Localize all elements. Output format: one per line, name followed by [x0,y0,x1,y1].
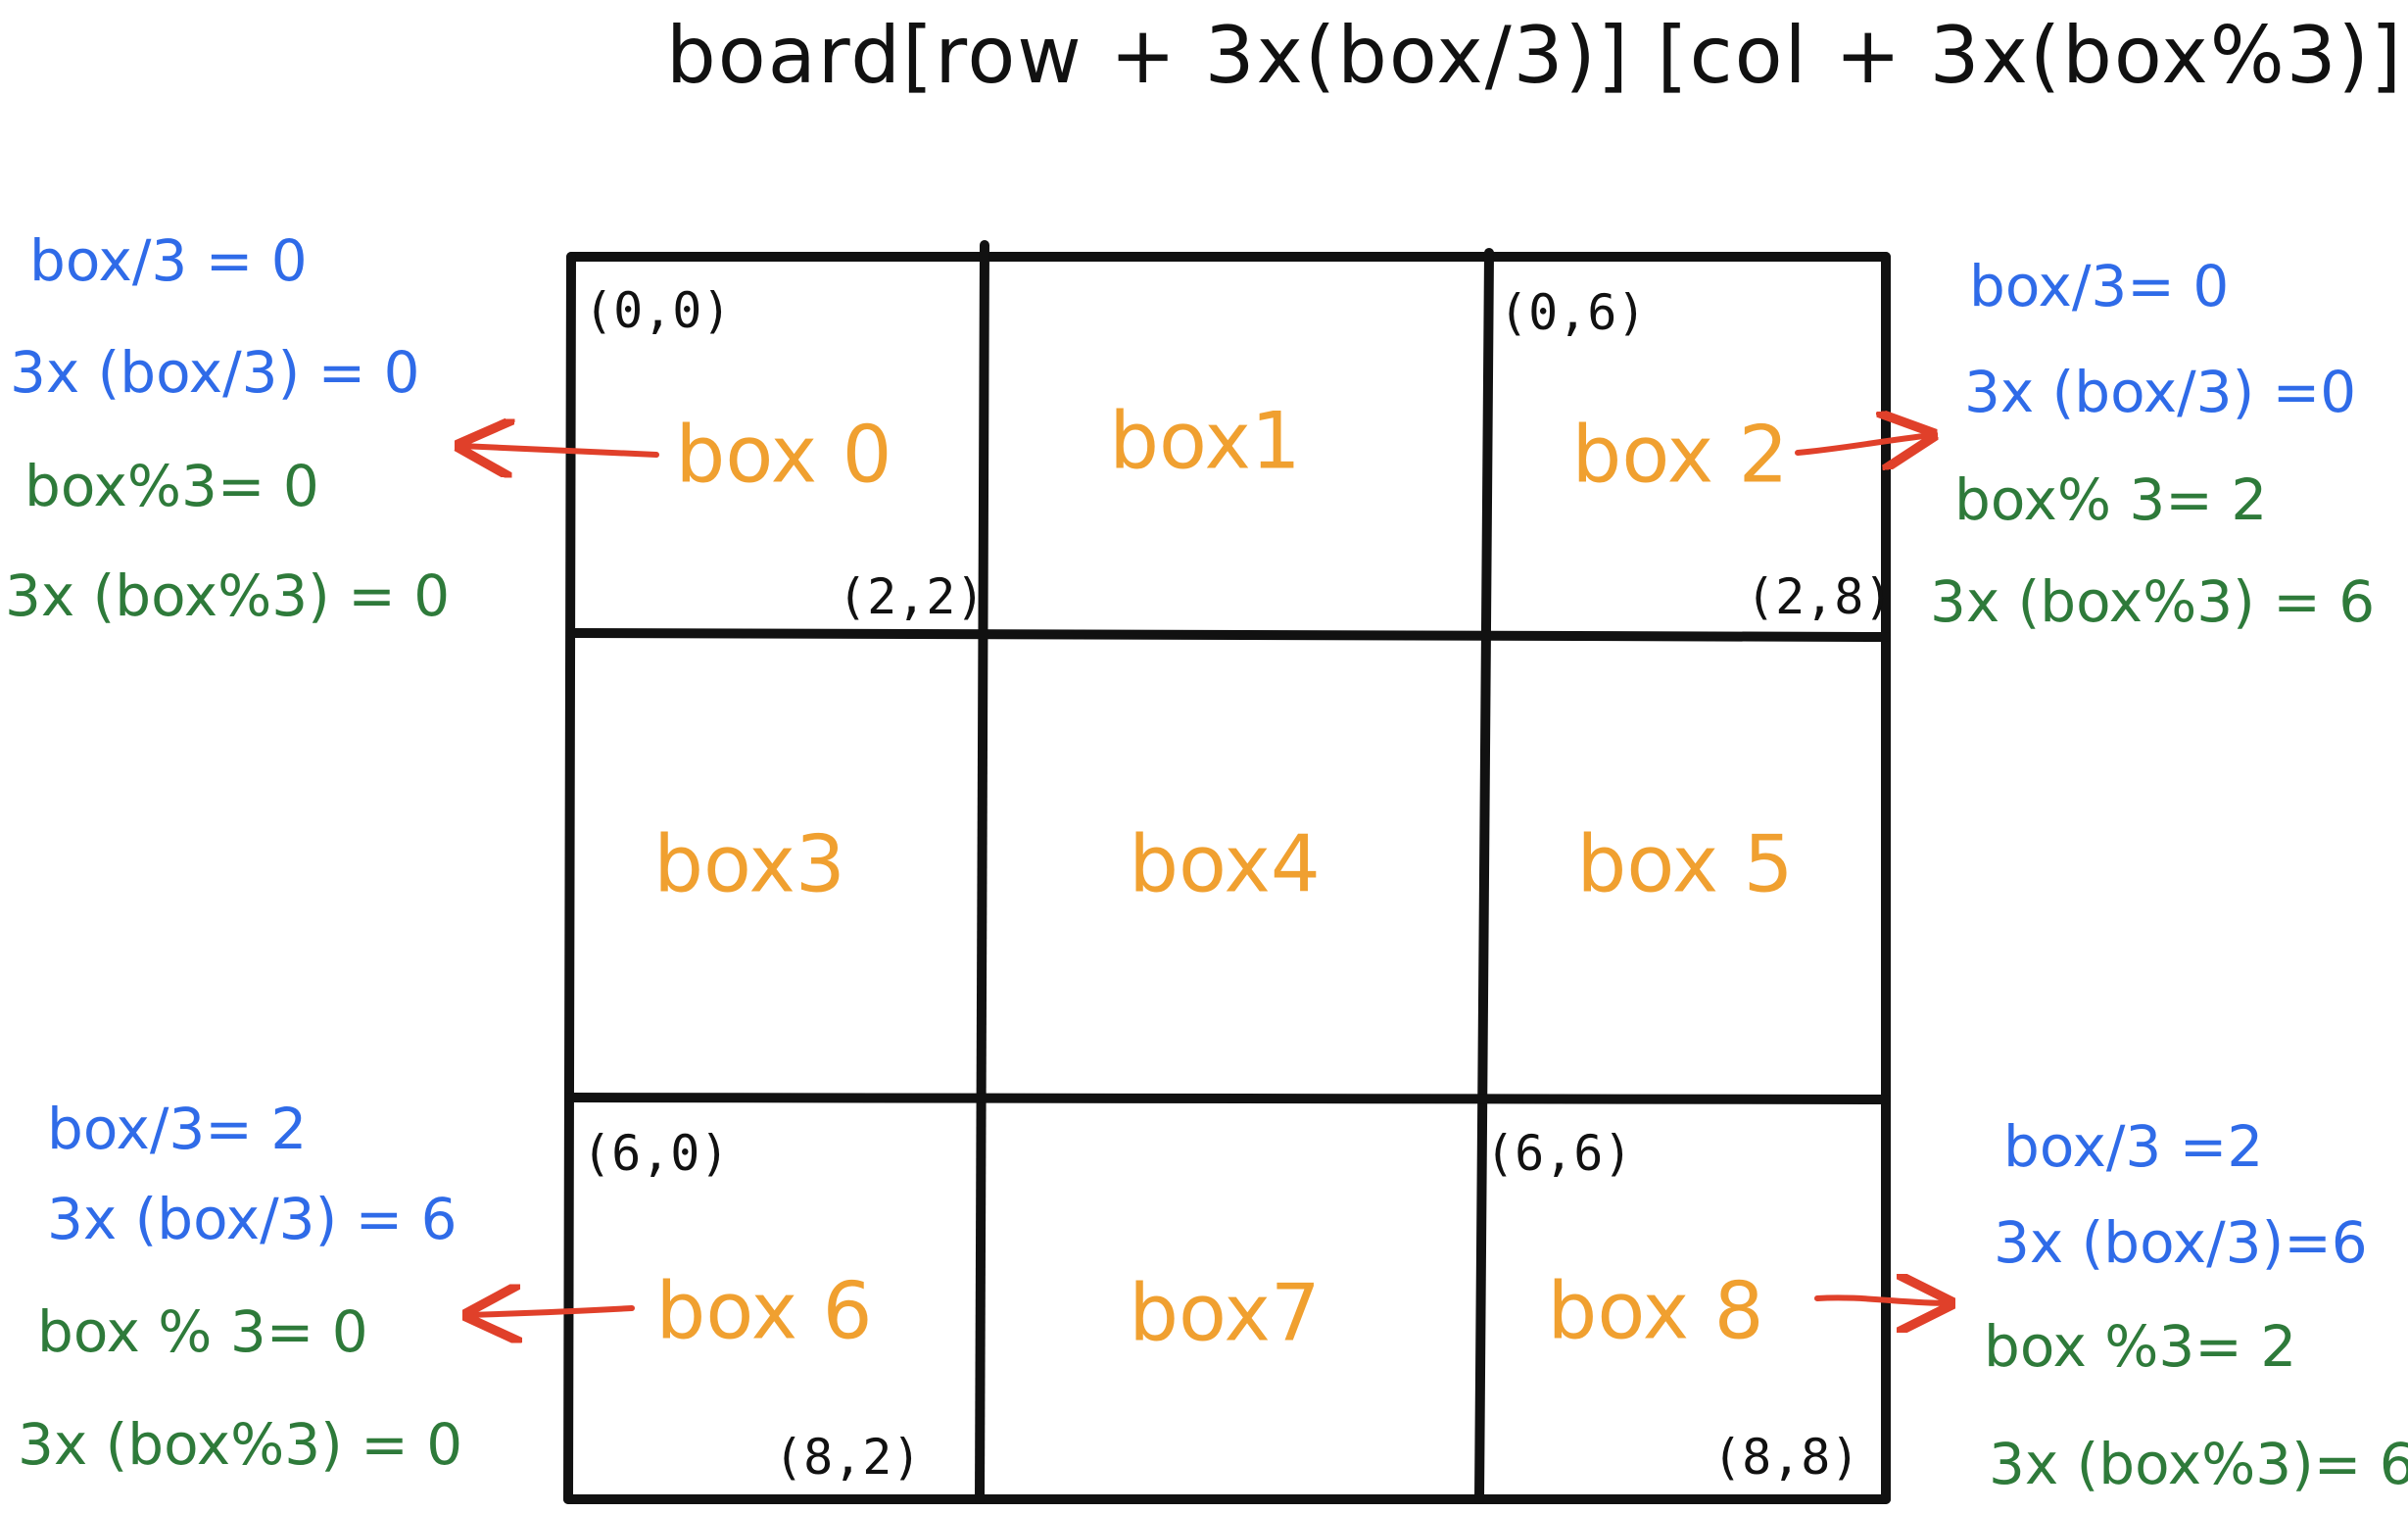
coord-box8-start: (6,6) [1485,1125,1633,1182]
box6-col-offset: 3x (box%3) = 0 [18,1411,463,1478]
box2-row-div: box/3= 0 [1969,253,2230,319]
arrows [460,435,1950,1315]
box0-row-offset: 3x (box/3) = 0 [10,339,420,406]
arrow-box2 [1795,435,1932,453]
grid-vline-2 [1474,248,1494,1504]
box-label-4: box4 [1129,818,1321,910]
coord-box0-start: (0,0) [584,282,732,339]
arrow-box6 [468,1308,635,1315]
grid-hline-2 [565,1093,1891,1104]
formula-title: board[row + 3x(box/3)] [col + 3x(box%3)] [666,10,2404,101]
box0-col-mod: box%3= 0 [24,453,319,519]
coord-box2-start: (0,6) [1499,284,1647,341]
coord-box6-start: (6,0) [582,1125,730,1182]
box6-row-offset: 3x (box/3) = 6 [47,1186,458,1252]
box-label-6: box 6 [655,1265,873,1357]
box-label-3: box3 [653,818,845,910]
coord-box0-end: (2,2) [838,568,986,625]
box8-row-offset: 3x (box/3)=6 [1994,1209,2368,1276]
arrow-box8 [1814,1297,1950,1303]
box0-row-div: box/3 = 0 [29,227,308,294]
grid-vline-1 [975,240,989,1504]
box8-col-offset: 3x (box%3)= 6 [1989,1431,2408,1497]
arrow-box0 [460,446,659,455]
box2-col-mod: box% 3= 2 [1954,466,2268,533]
box0-col-offset: 3x (box%3) = 0 [5,562,451,629]
box6-col-mod: box % 3= 0 [37,1298,368,1365]
box-label-8: box 8 [1547,1265,1764,1357]
box-label-2: box 2 [1571,409,1789,501]
box-label-5: box 5 [1576,818,1794,910]
grid-left-edge [563,252,576,1504]
box2-col-offset: 3x (box%3) = 6 [1930,568,2376,635]
box-label-0: box 0 [675,409,892,501]
coord-box8-end: (8,8) [1712,1429,1860,1486]
grid-hline-1 [566,628,1891,642]
box6-row-div: box/3= 2 [47,1096,308,1162]
box8-col-mod: box %3= 2 [1984,1313,2297,1380]
box-label-1: box1 [1109,395,1301,487]
box-label-7: box7 [1129,1267,1321,1359]
coord-box6-end: (8,2) [774,1429,922,1486]
box8-row-div: box/3 =2 [2003,1113,2264,1180]
box2-row-offset: 3x (box/3) =0 [1964,359,2357,425]
coord-box2-end: (2,8) [1746,568,1894,625]
